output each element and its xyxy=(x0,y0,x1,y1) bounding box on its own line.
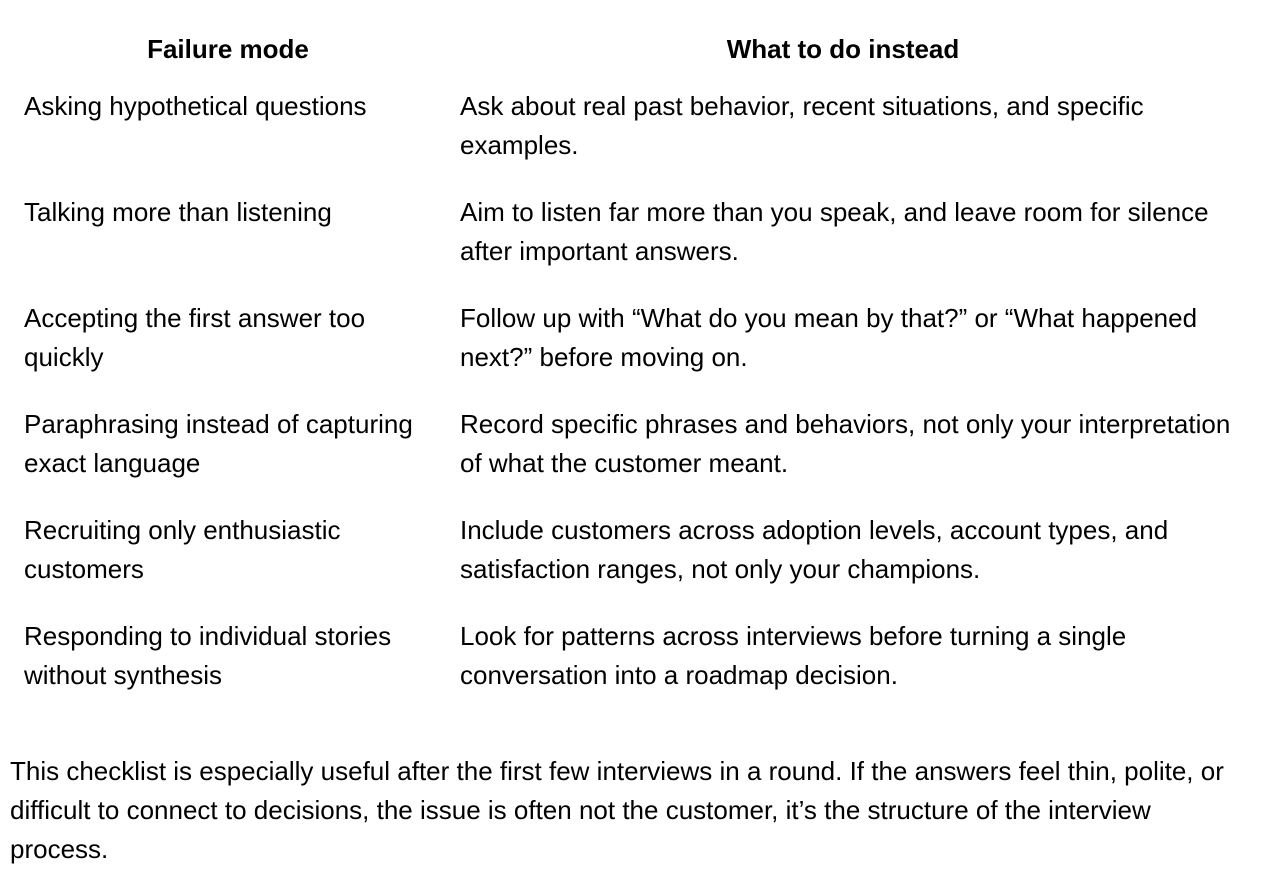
failure-cell: Responding to individual stories without… xyxy=(24,621,392,690)
failure-mode-table-container: Failure mode What to do instead Asking h… xyxy=(10,30,1240,695)
table-header-row: Failure mode What to do instead xyxy=(10,30,1240,87)
table-row: Asking hypothetical questions Ask about … xyxy=(10,87,1240,193)
checklist-note: This checklist is especially useful afte… xyxy=(10,756,1224,864)
remedy-cell: Include customers across adoption levels… xyxy=(460,515,1169,584)
table-row: Paraphrasing instead of capturing exact … xyxy=(10,405,1240,511)
failure-cell: Talking more than listening xyxy=(24,197,332,227)
remedy-cell: Follow up with “What do you mean by that… xyxy=(460,303,1198,372)
remedy-cell: Ask about real past behavior, recent sit… xyxy=(460,91,1144,160)
remedy-cell: Look for patterns across interviews befo… xyxy=(460,621,1127,690)
table-row: Talking more than listening Aim to liste… xyxy=(10,193,1240,299)
remedy-cell: Aim to listen far more than you speak, a… xyxy=(460,197,1209,266)
remedy-cell: Record specific phrases and behaviors, n… xyxy=(460,409,1231,478)
table-row: Recruiting only enthusiastic customers I… xyxy=(10,511,1240,617)
failure-mode-table: Failure mode What to do instead Asking h… xyxy=(10,30,1240,695)
table-row: Responding to individual stories without… xyxy=(10,617,1240,695)
failure-cell: Paraphrasing instead of capturing exact … xyxy=(24,409,413,478)
table-row: Accepting the first answer too quickly F… xyxy=(10,299,1240,405)
failure-cell: Accepting the first answer too quickly xyxy=(24,303,366,372)
failure-cell: Recruiting only enthusiastic customers xyxy=(24,515,341,584)
failure-cell: Asking hypothetical questions xyxy=(24,91,367,121)
header-what-to-do-instead: What to do instead xyxy=(726,34,960,64)
header-failure-mode: Failure mode xyxy=(147,34,309,64)
